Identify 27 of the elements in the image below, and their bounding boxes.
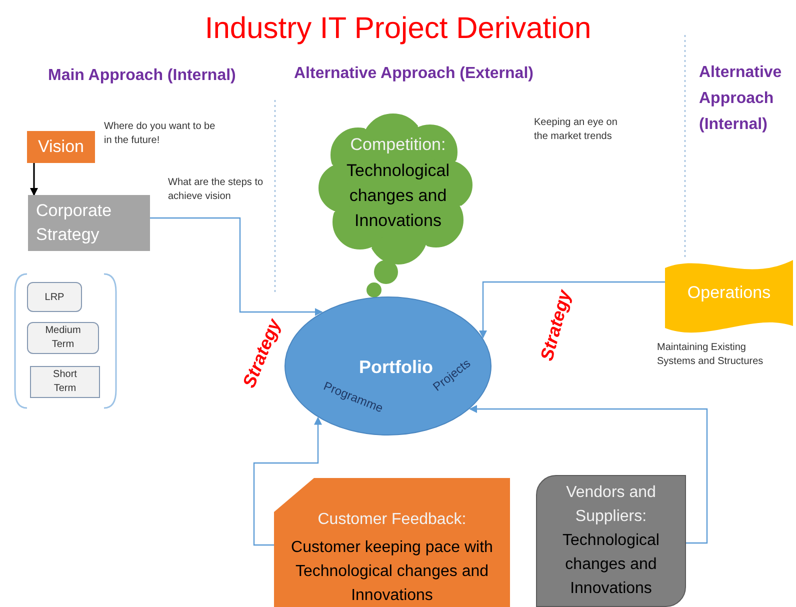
plan-box: Short Term (30, 366, 100, 398)
banner-label: Operations (687, 282, 771, 304)
plan-box: LRP (27, 282, 82, 312)
arrow (30, 163, 38, 196)
plan-box: Medium Term (27, 322, 99, 354)
ellipse-title: Portfolio (359, 356, 433, 377)
box-heading: Vendors and Suppliers: (565, 483, 657, 527)
rounded-box (536, 475, 686, 607)
section-heading: Main Approach (Internal) (48, 66, 237, 86)
box-text: Technological changes and Innovations (562, 531, 660, 599)
cloud-text: Technological changes and Innovations (345, 160, 450, 232)
annotation-text: What are the steps to achieve vision (168, 176, 264, 204)
arrow (253, 416, 322, 546)
box-heading: Customer Feedback: (316, 510, 468, 530)
section-heading: Alternative Approach (External) (294, 64, 534, 84)
arrow (150, 217, 323, 316)
arrow (469, 405, 708, 544)
annotation-text: Keeping an eye on the market trends (534, 116, 618, 144)
cloud-heading: Competition: (350, 134, 446, 156)
annotation-text: Maintaining Existing Systems and Structures (657, 341, 764, 369)
section-heading: Alternative Approach (Internal) (699, 63, 783, 135)
process-box: Corporate Strategy (28, 195, 150, 251)
arrow (479, 281, 665, 339)
diagram-title: Industry IT Project Derivation (204, 11, 592, 47)
box-text: Customer keeping pace with Technological changes and Innovations (290, 538, 494, 606)
annotation-text: Where do you want to be in the future! (104, 120, 216, 148)
vision-box: Vision (27, 131, 95, 163)
